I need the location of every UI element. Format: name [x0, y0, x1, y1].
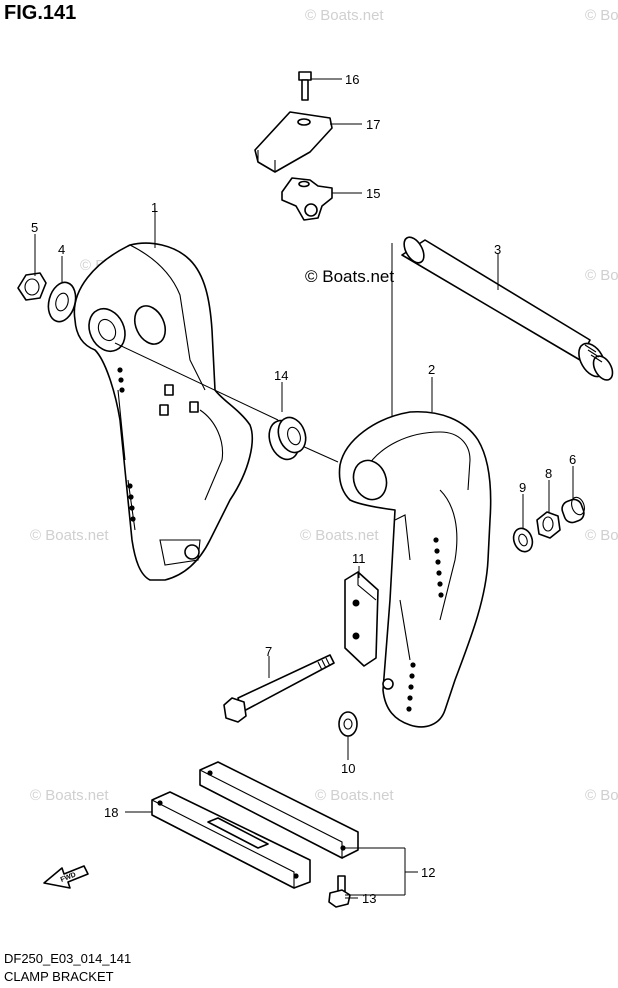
callout-7: 7 [265, 644, 272, 659]
callout-4: 4 [58, 242, 65, 257]
bolt-7 [223, 654, 335, 723]
callout-10: 10 [341, 761, 355, 776]
nut-8 [536, 511, 561, 539]
nut-5 [17, 272, 47, 301]
callout-14: 14 [274, 368, 288, 383]
callout-1: 1 [151, 200, 158, 215]
plate-15 [281, 177, 333, 221]
leader-lines [34, 78, 574, 899]
diagram-code: DF250_E03_014_141 [4, 951, 132, 966]
bolt-13 [328, 875, 351, 908]
spacer-12 [199, 761, 359, 859]
callout-3: 3 [494, 242, 501, 257]
callouts: 1 2 3 4 5 6 7 8 9 10 11 12 13 14 15 16 1… [31, 72, 576, 906]
callout-11: 11 [352, 551, 366, 566]
washer-10 [338, 711, 358, 737]
watermark: © Boats.net [30, 787, 109, 804]
callout-18: 18 [104, 805, 118, 820]
watermark-bold: © Boats.net [305, 267, 394, 286]
diagram-name: CLAMP BRACKET [4, 969, 114, 984]
washer-9 [512, 527, 534, 553]
bushing-6 [561, 496, 585, 524]
figure-title: FIG.141 [4, 2, 77, 24]
shaft-3 [401, 236, 614, 381]
bolt-16 [298, 71, 312, 101]
bushing-14 [268, 416, 307, 461]
clamp-bracket-2 [338, 410, 492, 728]
callout-17: 17 [366, 117, 380, 132]
callout-2: 2 [428, 362, 435, 377]
callout-9: 9 [519, 480, 526, 495]
watermark: © Boats.net [30, 527, 109, 544]
callout-6: 6 [569, 452, 576, 467]
cover-17 [254, 111, 333, 173]
watermark: © Boats.net [300, 527, 379, 544]
callout-5: 5 [31, 220, 38, 235]
clamp-bracket-1 [73, 242, 253, 581]
spacer-18 [151, 791, 311, 889]
callout-8: 8 [545, 466, 552, 481]
watermark: © Boats.net [585, 267, 618, 284]
plate-11 [344, 571, 379, 667]
fwd-arrow-icon: FWD [43, 865, 89, 889]
watermark: © Boats.net [305, 7, 384, 24]
callout-15: 15 [366, 186, 380, 201]
watermark: © Boats.net [585, 787, 618, 804]
watermarks: © Boats.net © Boats.net © Boats.net © Bo… [30, 7, 618, 804]
washer-4 [47, 281, 77, 323]
callout-12: 12 [421, 865, 435, 880]
watermark: © Boats.net [585, 7, 618, 24]
watermark: © Boats.net [315, 787, 394, 804]
watermark: © Boats.net [585, 527, 618, 544]
callout-13: 13 [362, 891, 376, 906]
callout-16: 16 [345, 72, 359, 87]
